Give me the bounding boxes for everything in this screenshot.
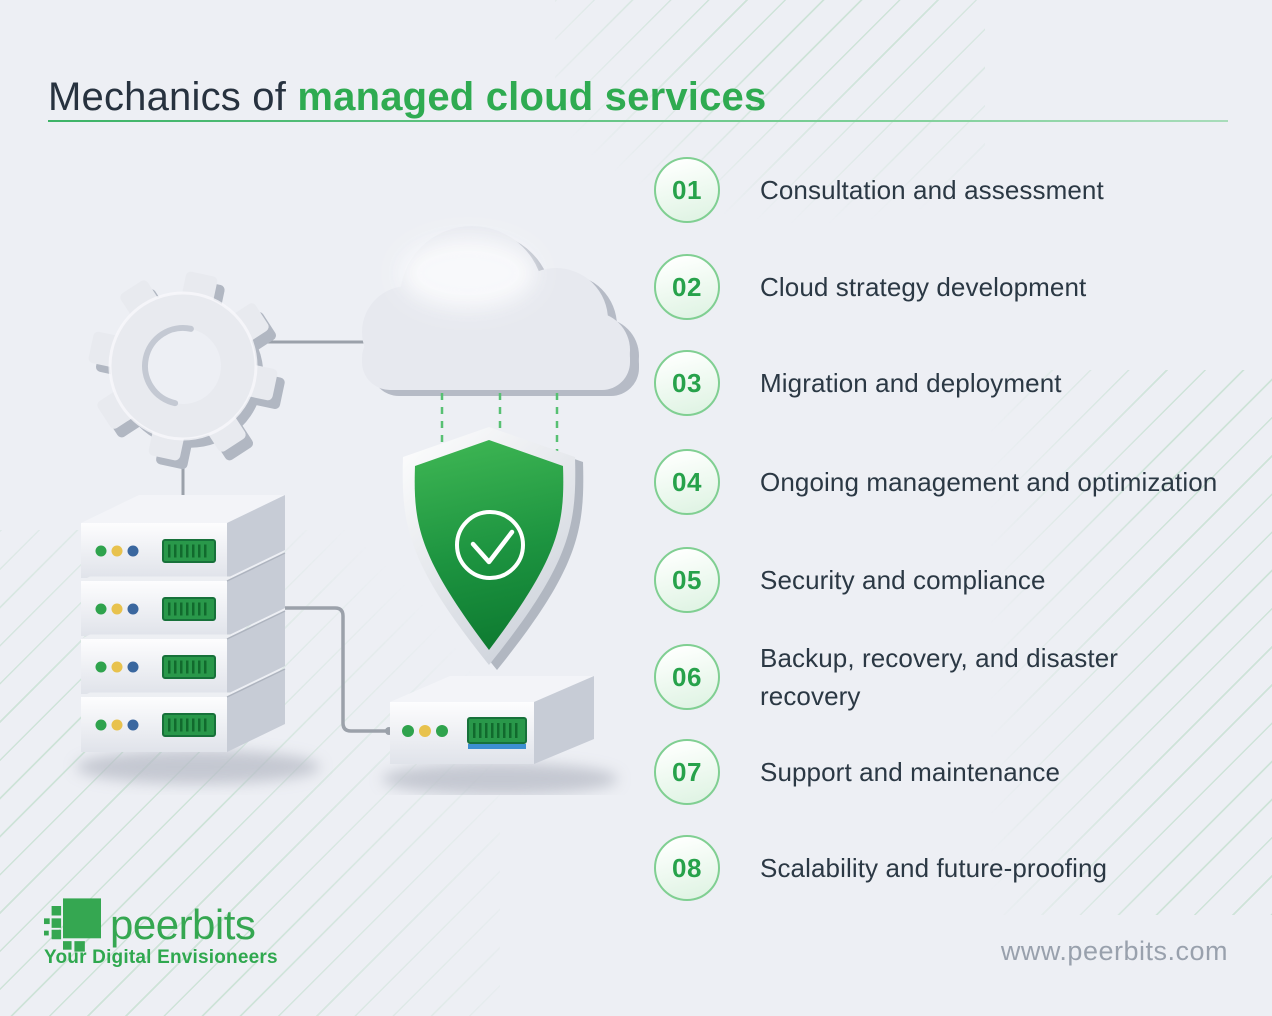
title-highlight: managed cloud services (297, 74, 767, 119)
step-row-06: 06 Backup, recovery, and disaster recove… (654, 643, 1220, 711)
brand-name: peerbits (110, 901, 256, 948)
step-number-badge: 06 (654, 644, 720, 710)
step-row-03: 03 Migration and deployment (654, 350, 1220, 416)
server-connector-line (285, 606, 393, 735)
brand-tagline: Your Digital Envisioneers (44, 947, 278, 968)
step-label: Migration and deployment (760, 368, 1062, 398)
step-label: Consultation and assessment (760, 175, 1104, 205)
peerbits-logo: peerbits (44, 897, 256, 953)
page-title: Mechanics of managed cloud services (48, 75, 1228, 119)
step-number-badge: 01 (654, 157, 720, 223)
step-number-badge: 03 (654, 350, 720, 416)
step-number-badge: 04 (654, 449, 720, 515)
step-label: Cloud strategy development (760, 272, 1087, 302)
step-label: Support and maintenance (760, 757, 1061, 787)
step-row-02: 02 Cloud strategy development (654, 254, 1220, 320)
step-label: Scalability and future-proofing (760, 853, 1108, 883)
step-row-05: 05 Security and compliance (654, 547, 1220, 613)
server-stack-icon (76, 495, 320, 784)
cloud-icon (362, 226, 639, 396)
title-divider (48, 120, 1228, 122)
shield-check-icon (402, 427, 584, 670)
step-label: Security and compliance (760, 565, 1046, 595)
cloud-services-illustration (76, 226, 639, 795)
server-icon (382, 676, 618, 795)
step-row-04: 04 Ongoing management and optimization (654, 449, 1220, 515)
step-number-badge: 08 (654, 835, 720, 901)
step-number-badge: 07 (654, 739, 720, 805)
step-label: Ongoing management and optimization (760, 467, 1218, 497)
gear-icon (88, 271, 285, 470)
title-prefix: Mechanics of (48, 74, 298, 119)
website-url: www.peerbits.com (1000, 936, 1228, 966)
step-row-01: 01 Consultation and assessment (654, 157, 1220, 223)
step-row-07: 07 Support and maintenance (654, 739, 1220, 805)
step-row-08: 08 Scalability and future-proofing (654, 835, 1220, 901)
step-label: Backup, recovery, and disaster recovery (760, 643, 1119, 711)
peerbits-logo-mark (44, 898, 101, 952)
step-number-badge: 02 (654, 254, 720, 320)
step-number-badge: 05 (654, 547, 720, 613)
